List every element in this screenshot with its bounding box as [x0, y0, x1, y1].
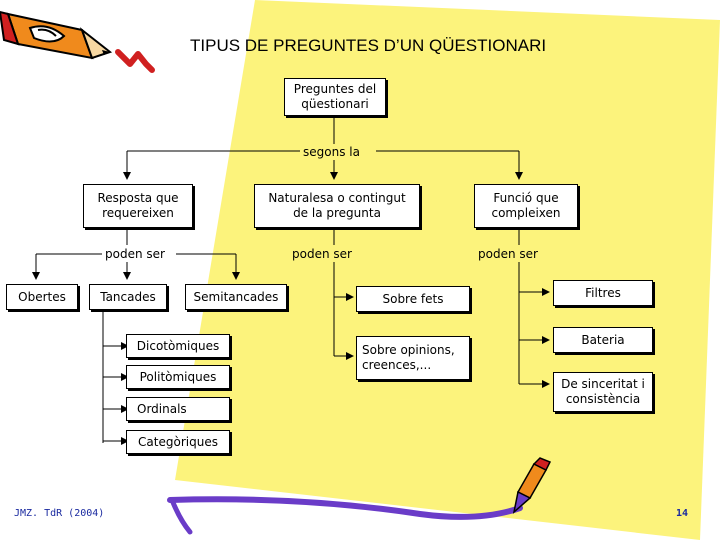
connector-segons-la: segons la	[303, 145, 360, 159]
naturalesa-label-line2: de la pregunta	[293, 206, 381, 220]
sinceritat-label-line2: consistència	[565, 392, 641, 406]
sobre-fets-label: Sobre fets	[382, 291, 444, 306]
obertes-label: Obertes	[18, 289, 66, 304]
background-yellow-shape	[175, 0, 720, 540]
sobre-fets-box: Sobre fets	[356, 286, 470, 312]
marker-pen-icon	[167, 496, 523, 535]
connector-poden-ser-funcio: poden ser	[478, 247, 538, 261]
small-pencil-icon	[512, 457, 552, 515]
sobre-opinions-label-line1: Sobre opinions,	[362, 343, 455, 357]
categoriques-box: Categòriques	[126, 430, 230, 454]
tancades-label: Tancades	[100, 289, 156, 304]
funcio-label-line2: compleixen	[491, 206, 561, 220]
root-label-line1: Preguntes del	[293, 82, 377, 96]
root-label-line2: qüestionari	[301, 97, 369, 111]
resposta-label-line2: requereixen	[102, 206, 174, 220]
connector-poden-ser-naturalesa: poden ser	[292, 247, 352, 261]
ordinals-label: Ordinals	[137, 401, 187, 416]
categoriques-label: Categòriques	[138, 434, 218, 449]
connector-poden-ser-resposta: poden ser	[105, 247, 165, 261]
footer-credit: JMZ. TdR (2004)	[14, 508, 105, 519]
root-box: Preguntes del qüestionari	[284, 78, 386, 116]
dicotomiques-label: Dicotòmiques	[136, 338, 220, 353]
sobre-opinions-box: Sobre opinions, creences,...	[356, 336, 470, 380]
page-number: 14	[676, 508, 689, 519]
sinceritat-label-line1: De sinceritat i	[561, 377, 645, 391]
filtres-box: Filtres	[553, 280, 653, 306]
naturalesa-label-line1: Naturalesa o contingut	[268, 191, 406, 205]
funcio-box: Funció que compleixen	[474, 184, 578, 228]
obertes-box: Obertes	[6, 284, 78, 310]
dicotomiques-box: Dicotòmiques	[126, 334, 230, 358]
sobre-opinions-label-line2: creences,...	[362, 358, 432, 372]
politomiques-box: Politòmiques	[126, 365, 230, 389]
semitancades-box: Semitancades	[185, 284, 287, 310]
page-title: TIPUS DE PREGUNTES D’UN QÜESTIONARI	[190, 36, 547, 55]
resposta-label-line1: Resposta que	[97, 191, 179, 205]
ordinals-box: Ordinals	[126, 397, 230, 421]
naturalesa-box: Naturalesa o contingut de la pregunta	[254, 184, 420, 228]
connector-lines	[35, 116, 544, 443]
bateria-label: Bateria	[581, 332, 625, 347]
filtres-label: Filtres	[585, 285, 621, 300]
resposta-box: Resposta que requereixen	[83, 184, 193, 228]
checkmark-icon	[115, 49, 155, 73]
semitancades-label: Semitancades	[193, 289, 279, 304]
bateria-box: Bateria	[553, 327, 653, 353]
politomiques-label: Politòmiques	[139, 369, 217, 384]
sinceritat-box: De sinceritat i consistència	[553, 372, 653, 412]
pencil-icon	[0, 10, 113, 60]
arrowheads	[32, 172, 550, 445]
tancades-box: Tancades	[89, 284, 167, 310]
funcio-label-line1: Funció que	[493, 191, 559, 205]
